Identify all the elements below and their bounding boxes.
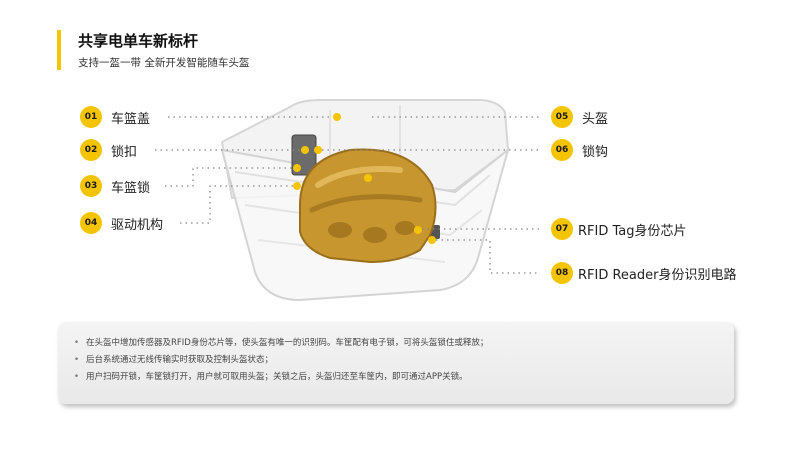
description-box: 在头盔中增加传感器及RFID身份芯片等，使头盔有唯一的识别码。车筐配有电子锁，可… <box>58 322 734 404</box>
callout-number: 03 <box>80 175 102 197</box>
leader-lines <box>155 116 540 274</box>
callout-01: 01 车篮盖 <box>80 106 150 128</box>
callout-label: 锁扣 <box>111 144 138 160</box>
page-title: 共享电单车新标杆 <box>78 32 199 50</box>
callout-04: 04 驱动机构 <box>80 212 163 234</box>
callout-02: 02 锁扣 <box>80 139 137 161</box>
title-accent-bar <box>57 30 61 70</box>
description-item: 在头盔中增加传感器及RFID身份芯片等，使头盔有唯一的识别码。车筐配有电子锁，可… <box>74 335 734 352</box>
callout-label: 锁钩 <box>582 144 609 160</box>
callout-label: 头盔 <box>582 111 609 127</box>
callout-06: 06 锁钩 <box>551 139 608 161</box>
callout-number: 07 <box>551 218 573 240</box>
callout-label: 驱动机构 <box>111 217 164 233</box>
callout-03: 03 车篮锁 <box>80 175 150 197</box>
callout-label: RFID Reader身份识别电路 <box>578 267 737 283</box>
description-list: 在头盔中增加传感器及RFID身份芯片等，使头盔有唯一的识别码。车筐配有电子锁，可… <box>58 322 734 386</box>
callout-label: 车篮锁 <box>111 180 151 196</box>
callout-number: 05 <box>551 106 573 128</box>
callout-05: 05 头盔 <box>551 106 608 128</box>
callout-number: 06 <box>551 139 573 161</box>
callout-label: 车篮盖 <box>111 111 151 127</box>
callout-07: 07 RFID Tag身份芯片 <box>551 218 687 240</box>
description-item: 用户扫码开锁，车筐锁打开，用户就可取用头盔；关锁之后，头盔归还至车筐内，即可通过… <box>74 369 734 386</box>
callout-number: 01 <box>80 106 102 128</box>
callout-number: 08 <box>551 262 573 284</box>
callout-number: 04 <box>80 212 102 234</box>
callout-number: 02 <box>80 139 102 161</box>
callout-label: RFID Tag身份芯片 <box>578 223 687 239</box>
callout-08: 08 RFID Reader身份识别电路 <box>551 262 737 284</box>
page-subtitle: 支持一盔一带 全新开发智能随车头盔 <box>78 57 250 69</box>
description-item: 后台系统通过无线传输实时获取及控制头盔状态； <box>74 352 734 369</box>
